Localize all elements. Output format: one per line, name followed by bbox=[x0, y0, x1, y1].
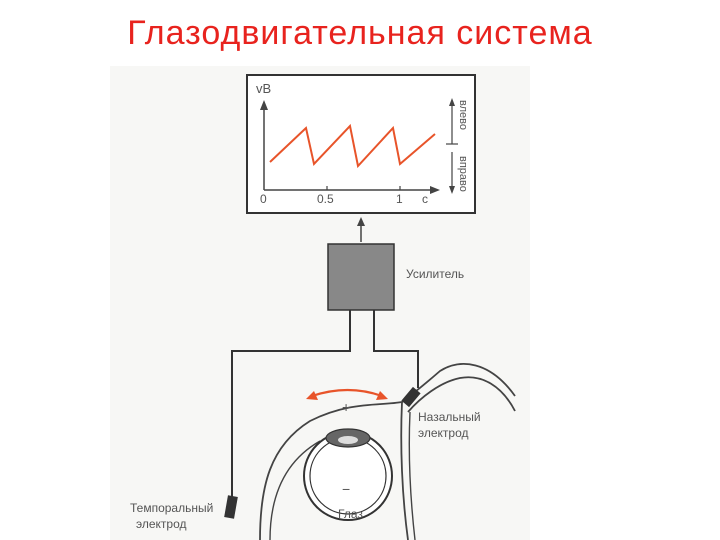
x-tick-1: 1 bbox=[396, 192, 403, 206]
y-axis-arrow bbox=[260, 100, 268, 110]
wire-nasal bbox=[373, 310, 419, 388]
eye-label: Глаз bbox=[338, 507, 363, 521]
plus-sign: + bbox=[342, 399, 350, 415]
direction-up-label: влево bbox=[457, 100, 469, 130]
slide-title: Глазодвигательная система bbox=[127, 14, 593, 52]
x-axis-arrow bbox=[430, 186, 440, 194]
orbit-contour-left bbox=[259, 401, 403, 540]
eog-diagram: vB 0 0.5 1 c влево вправо Усилитель bbox=[110, 66, 530, 540]
temporal-electrode-label-line1: Темпоральный bbox=[130, 501, 213, 515]
nose-inner-contour bbox=[407, 376, 516, 413]
nasal-electrode bbox=[401, 386, 421, 408]
y-axis-label: vB bbox=[256, 81, 271, 96]
nasal-electrode-label-line1: Назальный bbox=[418, 410, 481, 424]
minus-sign: − bbox=[342, 481, 350, 497]
x-tick-0: 0 bbox=[260, 192, 267, 206]
recorder-panel: vB 0 0.5 1 c влево вправо bbox=[246, 74, 476, 214]
temporal-electrode-label-line2: электрод bbox=[136, 517, 187, 531]
nasal-bridge-contour bbox=[400, 401, 409, 540]
x-tick-unit: c bbox=[422, 192, 428, 206]
amplifier-label: Усилитель bbox=[406, 267, 464, 281]
eog-trace bbox=[269, 123, 436, 169]
x-tick-0-5: 0.5 bbox=[317, 192, 334, 206]
direction-down-label: вправо bbox=[457, 156, 469, 192]
eye bbox=[303, 428, 393, 521]
eye-movement-arrow bbox=[311, 388, 383, 398]
amplifier-box bbox=[327, 243, 395, 311]
temporal-electrode bbox=[224, 495, 238, 519]
nasal-electrode-label-line2: электрод bbox=[418, 426, 469, 440]
wire-temporal bbox=[231, 310, 351, 498]
